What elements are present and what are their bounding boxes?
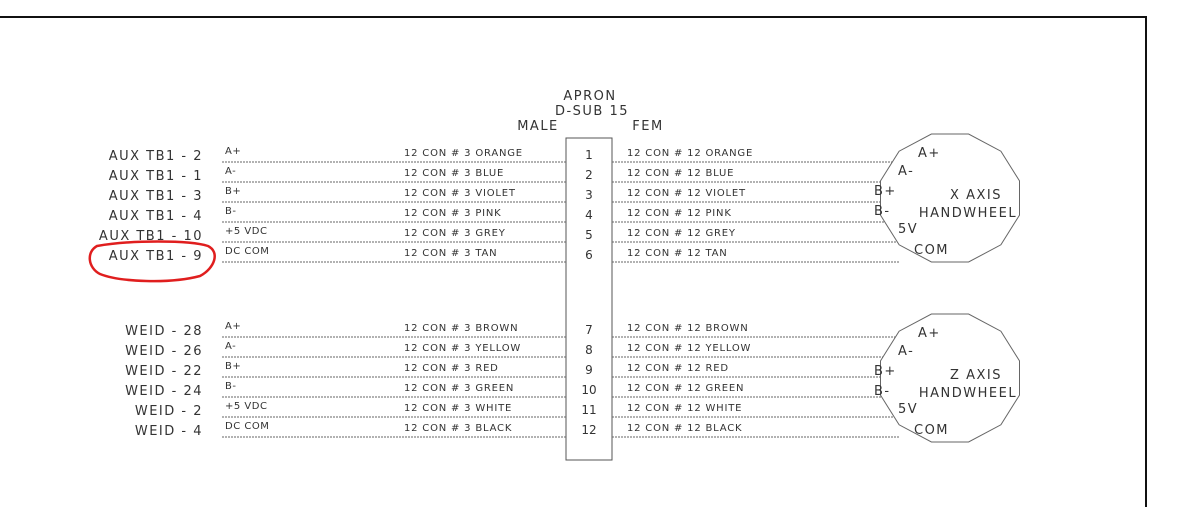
label-male: MALE [517, 119, 559, 134]
fem-wire-label: 12 CON # 12 GREEN [627, 383, 744, 394]
handwheel-pin-label: 5V [898, 222, 918, 237]
fem-wire-label: 12 CON # 12 BLUE [627, 168, 734, 179]
pin-number: 1 [585, 148, 593, 162]
male-wire-label: 12 CON # 3 VIOLET [404, 188, 516, 199]
aux-label: WEID - 28 [125, 324, 203, 339]
pin-number: 6 [585, 248, 593, 262]
pin-number: 11 [581, 403, 596, 417]
fem-wire-label: 12 CON # 12 RED [627, 363, 729, 374]
handwheel-pin-label: COM [914, 423, 949, 438]
fem-wire-label: 12 CON # 12 BLACK [627, 423, 742, 434]
handwheel-pin-label: B+ [874, 184, 897, 199]
male-wire-label: 12 CON # 3 BLACK [404, 423, 512, 434]
label-fem: FEM [632, 119, 663, 134]
handwheel-name-label: HANDWHEEL [919, 206, 1017, 221]
male-wire-label: 12 CON # 3 GREY [404, 228, 506, 239]
signal-label: A+ [225, 321, 241, 332]
pin-number: 8 [585, 343, 593, 357]
highlight-circle [88, 240, 216, 283]
male-wire-label: 12 CON # 3 TAN [404, 248, 497, 259]
male-wire-label: 12 CON # 3 PINK [404, 208, 502, 219]
fem-wire-label: 12 CON # 12 TAN [627, 248, 728, 259]
header-apron: APRON [563, 89, 616, 104]
male-wire-label: 12 CON # 3 BROWN [404, 323, 518, 334]
signal-label: +5 VDC [225, 401, 267, 412]
signal-label: B- [225, 206, 236, 217]
pin-number: 4 [585, 208, 593, 222]
fem-wire-label: 12 CON # 12 YELLOW [627, 343, 751, 354]
aux-label: WEID - 2 [135, 404, 203, 419]
signal-label: DC COM [225, 421, 269, 432]
handwheel-pin-label: B- [874, 384, 891, 399]
fem-wire-label: 12 CON # 12 PINK [627, 208, 732, 219]
signal-label: B+ [225, 361, 241, 372]
signal-label: B- [225, 381, 236, 392]
handwheel-pin-label: B- [874, 204, 891, 219]
pin-number: 5 [585, 228, 593, 242]
handwheel-body [880, 313, 1020, 443]
handwheel-pin-label: 5V [898, 402, 918, 417]
aux-label: WEID - 24 [125, 384, 203, 399]
aux-label: AUX TB1 - 4 [109, 209, 203, 224]
pin-number: 10 [581, 383, 596, 397]
aux-label: AUX TB1 - 3 [109, 189, 203, 204]
male-wire-label: 12 CON # 3 ORANGE [404, 148, 523, 159]
handwheel-pin-label: A- [898, 344, 914, 359]
male-wire-label: 12 CON # 3 BLUE [404, 168, 504, 179]
aux-label: WEID - 4 [135, 424, 203, 439]
handwheel-axis-label: Z AXIS [950, 368, 1002, 383]
aux-label: AUX TB1 - 1 [109, 169, 203, 184]
aux-label: WEID - 22 [125, 364, 203, 379]
connector-body [565, 137, 613, 461]
fem-wire-label: 12 CON # 12 WHITE [627, 403, 742, 414]
handwheel-axis-label: X AXIS [950, 188, 1002, 203]
aux-label: AUX TB1 - 9 [109, 249, 203, 264]
fem-wire-label: 12 CON # 12 VIOLET [627, 188, 746, 199]
pin-number: 2 [585, 168, 593, 182]
pin-number: 3 [585, 188, 593, 202]
signal-label: A- [225, 166, 236, 177]
fem-wire-label: 12 CON # 12 ORANGE [627, 148, 753, 159]
aux-label: AUX TB1 - 10 [99, 229, 203, 244]
handwheel-pin-label: A+ [918, 146, 941, 161]
male-wire-label: 12 CON # 3 RED [404, 363, 499, 374]
signal-label: A+ [225, 146, 241, 157]
pin-number: 12 [581, 423, 596, 437]
male-wire-label: 12 CON # 3 WHITE [404, 403, 512, 414]
aux-label: AUX TB1 - 2 [109, 149, 203, 164]
handwheel-body [880, 133, 1020, 263]
signal-label: DC COM [225, 246, 269, 257]
male-wire-label: 12 CON # 3 GREEN [404, 383, 514, 394]
x-axis-group: AUX TB1 - 2 A+ 12 CON # 3 ORANGE 1 12 CON # … [99, 133, 1020, 264]
fem-wire-label: 12 CON # 12 BROWN [627, 323, 749, 334]
handwheel-pin-label: A- [898, 164, 914, 179]
fem-wire-label: 12 CON # 12 GREY [627, 228, 736, 239]
aux-label: WEID - 26 [125, 344, 203, 359]
signal-label: B+ [225, 186, 241, 197]
signal-label: +5 VDC [225, 226, 267, 237]
pin-number: 9 [585, 363, 593, 377]
handwheel-pin-label: B+ [874, 364, 897, 379]
pin-number: 7 [585, 323, 593, 337]
signal-label: A- [225, 341, 236, 352]
handwheel-pin-label: COM [914, 243, 949, 258]
handwheel-name-label: HANDWHEEL [919, 386, 1017, 401]
male-wire-label: 12 CON # 3 YELLOW [404, 343, 521, 354]
handwheel-pin-label: A+ [918, 326, 941, 341]
header-dsub: D-SUB 15 [555, 104, 629, 119]
